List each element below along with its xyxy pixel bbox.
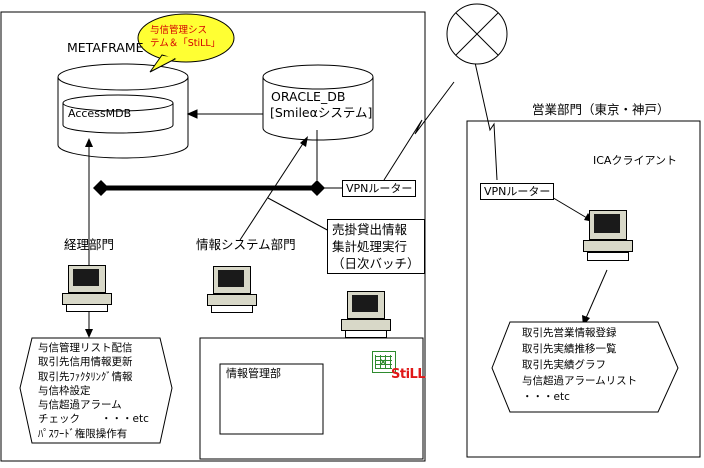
desktop-computer-icon	[341, 291, 393, 343]
callout-text: 与信管理シス テム＆「StiLL」	[150, 25, 221, 49]
sales-task-panel	[491, 321, 679, 413]
batch-note: 売掛貸出情報 集計処理実行 （日次バッチ）	[327, 219, 425, 274]
still-logo: StiLL	[391, 367, 426, 382]
vpn-router-right: VPNルーター	[480, 183, 555, 200]
accounting-task-panel	[19, 337, 173, 444]
right-site-frame	[466, 120, 701, 458]
left-site-frame	[0, 11, 426, 462]
callout-bubble	[137, 13, 235, 73]
oracle-system-label: [Smileαシステム]	[270, 105, 373, 120]
sales-tasks: 取引先営業情報登録 取引先実績推移一覧 取引先実績グラフ 与信超過アラームリスト…	[522, 327, 638, 403]
backbone-line	[93, 180, 342, 196]
accounting-tasks: 与信管理リスト配信 取引先信用情報更新 取引先ﾌｧｸﾀﾘﾝｸﾞ情報 与信枠設定 …	[38, 342, 149, 440]
desktop-computer-icon	[62, 265, 114, 312]
sync-arrow	[186, 109, 263, 119]
oracle-db-label: ORACLE_DB	[271, 89, 346, 104]
accounting-dept-label: 経理部門	[64, 237, 115, 252]
desktop-computer-icon	[207, 266, 259, 313]
metaframe-label: METAFRAME	[67, 40, 144, 55]
internet-cloud-icon	[446, 3, 508, 65]
info-mgmt-label: 情報管理部	[226, 367, 281, 380]
ica-client-label: ICAクライアント	[593, 154, 678, 167]
sales-dept-label: 営業部門（東京・神戸）	[532, 102, 670, 117]
info-sys-dept-label: 情報システム部門	[196, 237, 296, 252]
excel-sheet-icon: ×	[372, 351, 396, 373]
vpn-router-left: VPNルーター	[342, 180, 417, 197]
database-icon	[57, 63, 189, 159]
database-icon	[262, 64, 374, 141]
desktop-computer-icon	[583, 210, 635, 266]
accessmdb-label: AccessMDB	[68, 107, 132, 120]
info-mgmt-inner	[219, 363, 324, 435]
